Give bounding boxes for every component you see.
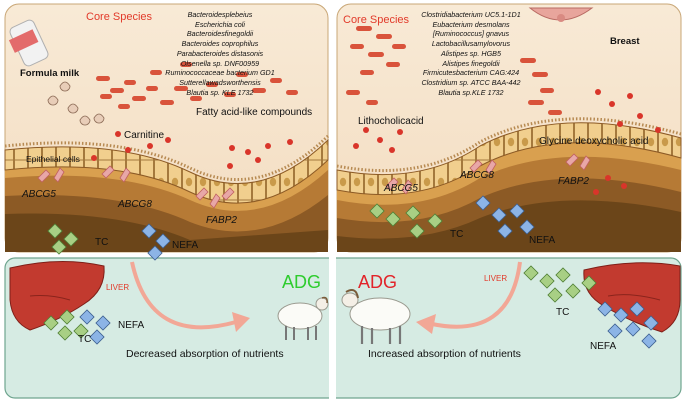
left-metabolite-1: Carnitine — [124, 130, 165, 141]
right-red-dots-icon — [353, 89, 661, 195]
left-arrow-head-icon — [232, 312, 250, 332]
left-tc-squares — [47, 223, 79, 255]
right-tc-label: TC — [450, 229, 464, 240]
right-liver-nefa-squares — [597, 301, 659, 349]
left-species-item: Ruminococcaceae bacterium GD1 — [165, 68, 275, 78]
right-species-item: Alistipes finegoldii — [442, 58, 500, 68]
right-transporter-icons — [385, 153, 591, 195]
left-liver-icon — [9, 261, 105, 331]
left-liver-nefa-squares — [79, 309, 111, 345]
right-caption: Increased absorption of nutrients — [368, 348, 521, 360]
left-epithelial-label: Epithelial cells — [26, 154, 80, 164]
right-core-species-title: Core Species — [343, 14, 410, 26]
right-species-item: Clostridiabacterium UC5.1-1D1 — [421, 10, 521, 19]
left-liver-tc-label: TC — [78, 334, 92, 345]
left-species-item: Blautia sp. KLE 1732 — [186, 87, 254, 97]
right-liver-nefa-label: NEFA — [590, 341, 617, 352]
left-intestine-panel — [4, 3, 330, 253]
liver-panel — [4, 257, 682, 399]
left-sheep-icon — [277, 296, 329, 340]
right-liver-label: LIVER — [484, 274, 508, 283]
right-bacteria-cluster-icon — [346, 26, 562, 115]
right-species-item: Firmicutesbacterium CAG:424 — [422, 68, 520, 78]
left-adg-label: ADG — [282, 272, 322, 292]
right-food-label: Breast — [610, 36, 640, 47]
milk-droplets-icon — [47, 81, 105, 126]
left-transporter-icons — [37, 165, 235, 209]
left-species-item: Bacteroidesfinegoldii — [186, 29, 254, 39]
right-liver-tc-squares — [523, 265, 597, 303]
right-liver-tc-label: TC — [556, 307, 570, 318]
breast-icon — [528, 7, 594, 22]
left-bacteria-cluster-icon — [96, 62, 298, 109]
left-caption: Decreased absorption of nutrients — [126, 348, 284, 360]
left-core-species-title: Core Species — [86, 11, 153, 23]
right-nefa-squares — [475, 195, 535, 239]
right-species-item: Blautia sp.KLE 1732 — [438, 87, 504, 97]
right-species-item: Eubacterium desmolans — [432, 19, 510, 29]
left-nefa-squares — [141, 223, 171, 261]
right-gene-abcg8: ABCG8 — [460, 170, 494, 181]
right-sheep-icon — [341, 289, 411, 344]
left-species-item: Bacteroidesplebeius — [187, 10, 253, 19]
left-species-list: Bacteroidesplebeius Escherichia coli Bac… — [150, 10, 290, 97]
left-red-dots-icon — [91, 131, 293, 169]
left-metabolite-2: Fatty acid-like compounds — [196, 107, 313, 118]
right-gene-abcg5: ABCG5 — [384, 183, 418, 194]
right-adg-label: ADG — [358, 272, 398, 292]
center-divider — [329, 0, 336, 403]
right-metabolite-2: Glycine deoxycholic acid — [539, 136, 649, 147]
left-food-label: Formula milk — [20, 68, 80, 79]
left-gene-fabp2: FABP2 — [206, 215, 237, 226]
left-arrow-icon — [130, 261, 237, 330]
right-species-item: Alistipes sp. HGB5 — [441, 48, 501, 58]
right-species-list: Clostridiabacterium UC5.1-1D1 Eubacteriu… — [406, 10, 536, 97]
right-gene-fabp2: FABP2 — [558, 176, 589, 187]
right-metabolite-1: Lithocholicacid — [358, 116, 424, 127]
left-species-item: Parabacteroides distasonis — [176, 48, 264, 58]
right-nefa-label: NEFA — [529, 235, 556, 246]
formula-milk-bottle-icon — [8, 19, 49, 67]
left-gene-abcg5: ABCG5 — [22, 189, 56, 200]
left-species-item: Olsenella sp. DNF00959 — [180, 58, 260, 68]
left-tc-label: TC — [95, 237, 109, 248]
right-arrow-head-icon — [416, 314, 436, 334]
right-tc-squares — [369, 203, 443, 239]
right-species-item: Lactobacillusamylovorus — [431, 39, 511, 49]
left-gene-abcg8: ABCG8 — [118, 199, 152, 210]
left-liver-label: LIVER — [106, 283, 130, 292]
right-species-item: [Ruminococcus] gnavus — [432, 29, 510, 39]
left-liver-nefa-label: NEFA — [118, 320, 145, 331]
right-arrow-icon — [431, 261, 522, 329]
left-nefa-label: NEFA — [172, 240, 199, 251]
left-liver-tc-squares — [43, 309, 89, 341]
right-species-item: Clostridium sp. ATCC BAA-442 — [421, 77, 521, 87]
left-species-item: Sutterellawadsworthensis — [179, 77, 261, 87]
left-species-item: Bacteroides coprophilus — [181, 39, 259, 49]
left-species-item: Escherichia coli — [195, 19, 245, 29]
